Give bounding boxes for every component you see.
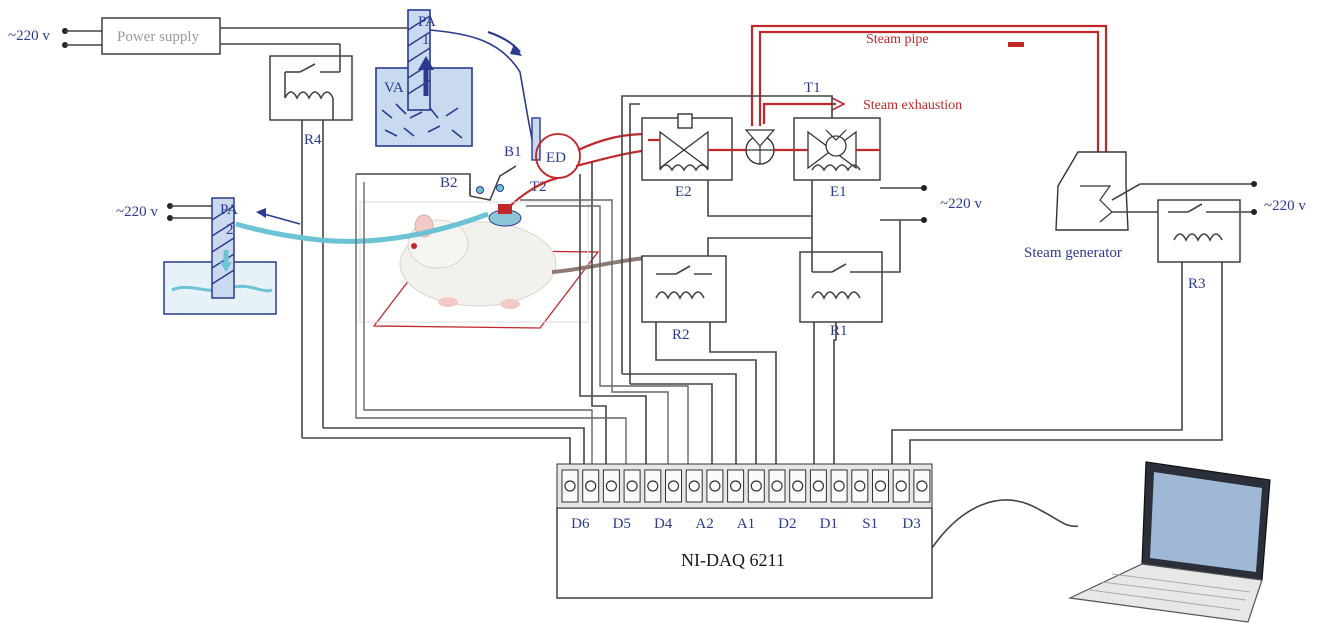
- control-wires: [302, 95, 1223, 470]
- daq-terminal-screw: [750, 480, 762, 492]
- daq-terminal-screw: [792, 480, 804, 492]
- daq-terminal-screw: [626, 480, 638, 492]
- daq-terminal-screw: [709, 480, 721, 492]
- mains-label-r3: ~220 v: [1264, 198, 1306, 214]
- mains-input-e1: ~220 v: [880, 185, 982, 223]
- daq-channel-label: D5: [613, 516, 631, 532]
- daq-terminal-screw: [833, 480, 845, 492]
- daq-terminal-screw: [585, 480, 597, 492]
- daq-terminal-screw: [564, 480, 576, 492]
- daq-terminal-screw: [916, 480, 928, 492]
- pump-pa1: PA 1: [407, 9, 541, 161]
- r3-label: R3: [1188, 276, 1206, 292]
- steam-exhaustion-label: Steam exhaustion: [863, 98, 962, 113]
- daq-terminal-screw: [667, 480, 680, 492]
- mouse-image: [399, 204, 646, 309]
- steam-pipe: Steam pipe Steam exhaustion T1: [750, 24, 1108, 152]
- mains-input-pa2: ~220 v: [116, 203, 212, 221]
- daq-name-label: NI-DAQ 6211: [681, 550, 785, 570]
- daq-channel-label: A2: [695, 516, 713, 532]
- va-label: VA: [384, 80, 404, 96]
- relay-r2: R2: [641, 255, 727, 343]
- relay-r4: R4: [269, 44, 353, 438]
- relay-r3: R3: [1157, 199, 1254, 292]
- usb-cable: [931, 499, 1079, 549]
- daq-terminal-screw: [874, 480, 887, 492]
- daq-channel-label: A1: [737, 516, 755, 532]
- power-supply: Power supply: [101, 17, 408, 55]
- mains-label-pa2: ~220 v: [116, 204, 158, 220]
- daq-terminal-screw: [771, 480, 783, 492]
- pa2-number: 2: [226, 222, 234, 238]
- laptop-icon: [1067, 461, 1271, 623]
- r1-label: R1: [830, 323, 848, 339]
- e1-label: E1: [830, 184, 847, 200]
- ed-label: ED: [546, 150, 566, 166]
- ni-daq-box: D6 D5 D4 A2 A1 D2 D1 S1 D3 NI-DAQ 6211: [556, 463, 933, 599]
- daq-channel-labels: D6 D5 D4 A2 A1 D2 D1 S1 D3: [571, 516, 921, 532]
- mains-input-r3: ~220 v: [1251, 181, 1306, 215]
- mains-label-e1: ~220 v: [940, 196, 982, 212]
- pa1-number: 1: [422, 32, 430, 48]
- steam-generator-label: Steam generator: [1024, 245, 1122, 261]
- r4-label: R4: [304, 132, 322, 148]
- e2-label: E2: [675, 184, 692, 200]
- b2-label: B2: [440, 175, 458, 191]
- mains-label-left: ~220 v: [8, 28, 50, 44]
- t2-label: T2: [530, 179, 547, 195]
- pa1-label: PA: [418, 14, 436, 30]
- t1-label: T1: [804, 80, 821, 96]
- pump-pa2: PA 2: [163, 197, 301, 315]
- steam-generator: Steam generator: [1024, 151, 1254, 261]
- b1-label: B1: [504, 144, 522, 160]
- daq-terminal-screw: [647, 480, 659, 492]
- power-supply-label: Power supply: [117, 29, 200, 45]
- relay-r1: R1: [799, 251, 883, 339]
- suction-tube: [235, 211, 489, 244]
- daq-terminal-screw: [688, 480, 700, 492]
- mains-input-left: ~220 v: [8, 28, 102, 48]
- daq-terminal-strip: [561, 469, 931, 503]
- daq-channel-label: D3: [902, 516, 920, 532]
- daq-terminal-screw: [854, 480, 866, 492]
- ed-valve: ED: [535, 133, 581, 179]
- daq-channel-label: D2: [778, 516, 796, 532]
- r2-label: R2: [672, 327, 690, 343]
- daq-terminal-screw: [729, 480, 742, 492]
- daq-terminal-screw: [812, 480, 825, 492]
- daq-channel-label: D6: [571, 516, 590, 532]
- center-valve: [744, 129, 776, 165]
- daq-channel-label: D1: [820, 516, 838, 532]
- steam-line-valves: [648, 138, 880, 152]
- daq-terminal-screw: [895, 480, 907, 492]
- daq-channel-label: S1: [862, 516, 878, 532]
- steam-pipe-label: Steam pipe: [866, 32, 929, 47]
- daq-channel-label: D4: [654, 516, 673, 532]
- valve-e2: E2: [641, 113, 733, 200]
- daq-terminal-screw: [605, 480, 618, 492]
- valve-e1: E1: [793, 117, 881, 200]
- pa2-label: PA: [220, 202, 238, 218]
